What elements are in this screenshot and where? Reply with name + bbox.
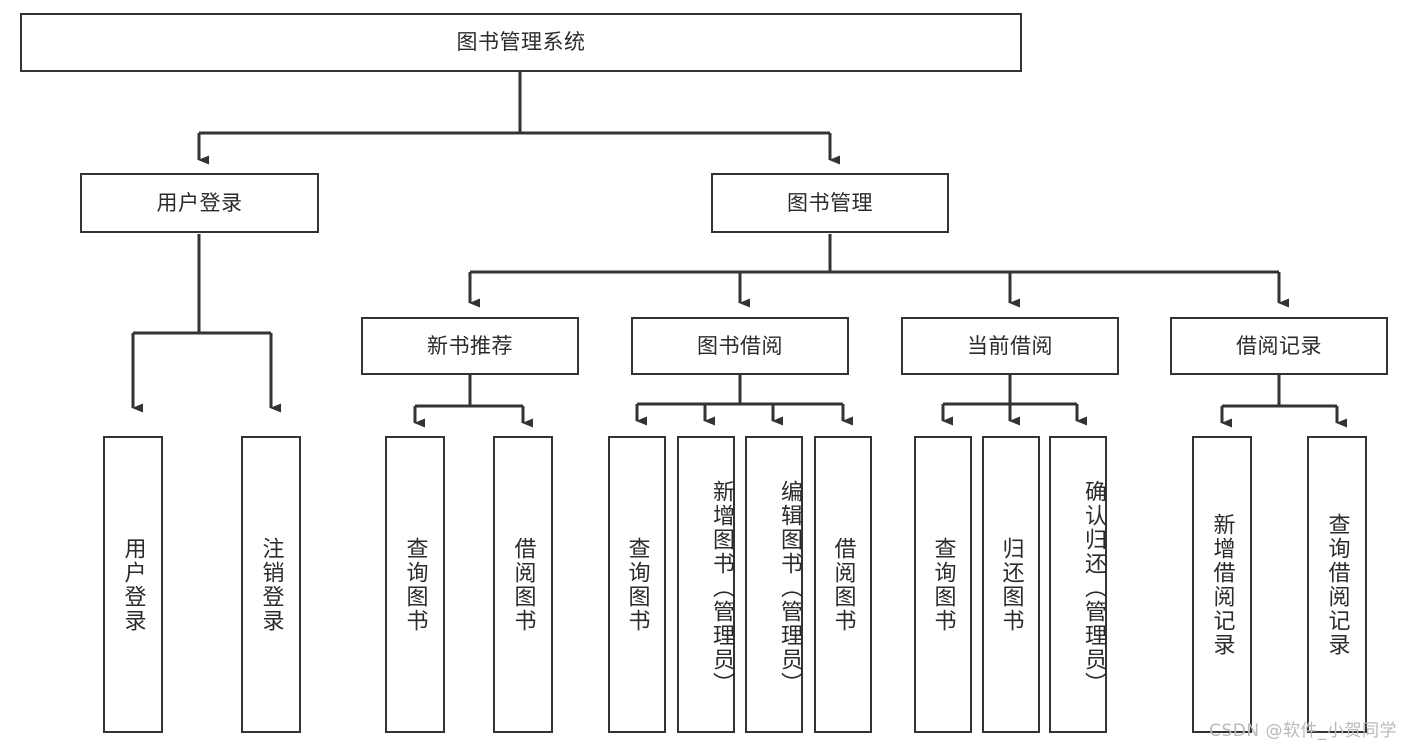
leaf-borrow-add-book-label: 新增图书（管理员）: [709, 479, 734, 696]
node-borrow-record-label: 借阅记录: [1236, 333, 1322, 358]
node-user-login-label: 用户登录: [156, 190, 243, 215]
node-book-management-label: 图书管理: [787, 190, 873, 215]
leaf-record-query-record[interactable]: 查询借阅记录: [1307, 436, 1367, 733]
leaf-current-query-book[interactable]: 查询图书: [914, 436, 972, 733]
node-new-book-recommend[interactable]: 新书推荐: [361, 317, 579, 375]
node-book-management[interactable]: 图书管理: [711, 173, 949, 233]
leaf-record-add-record[interactable]: 新增借阅记录: [1192, 436, 1252, 733]
leaf-current-confirm-return-label: 确认归还（管理员）: [1081, 479, 1106, 696]
leaf-user-login-logout[interactable]: 注销登录: [241, 436, 301, 733]
leaf-current-return-book-label: 归还图书: [998, 536, 1024, 633]
node-current-borrow-label: 当前借阅: [967, 333, 1053, 358]
leaf-borrow-edit-book-label: 编辑图书（管理员）: [777, 479, 802, 696]
leaf-borrow-borrow-book[interactable]: 借阅图书: [814, 436, 872, 733]
leaf-user-login-login[interactable]: 用户登录: [103, 436, 163, 733]
leaf-current-return-book[interactable]: 归还图书: [982, 436, 1040, 733]
leaf-borrow-add-book[interactable]: 新增图书（管理员）: [677, 436, 735, 733]
leaf-new-book-borrow-label: 借阅图书: [510, 536, 536, 633]
node-borrow-record[interactable]: 借阅记录: [1170, 317, 1388, 375]
leaf-new-book-query-label: 查询图书: [402, 536, 428, 633]
node-user-login[interactable]: 用户登录: [80, 173, 319, 233]
node-book-borrow[interactable]: 图书借阅: [631, 317, 849, 375]
leaf-current-query-book-label: 查询图书: [930, 536, 956, 633]
leaf-current-confirm-return[interactable]: 确认归还（管理员）: [1049, 436, 1107, 733]
watermark-text: CSDN @软件_小贺同学: [1209, 721, 1397, 741]
leaf-borrow-query-book[interactable]: 查询图书: [608, 436, 666, 733]
node-new-book-recommend-label: 新书推荐: [427, 333, 513, 358]
node-book-borrow-label: 图书借阅: [697, 333, 783, 358]
leaf-new-book-borrow[interactable]: 借阅图书: [493, 436, 553, 733]
leaf-borrow-query-book-label: 查询图书: [624, 536, 650, 633]
node-current-borrow[interactable]: 当前借阅: [901, 317, 1119, 375]
leaf-record-query-record-label: 查询借阅记录: [1324, 512, 1350, 657]
leaf-new-book-query[interactable]: 查询图书: [385, 436, 445, 733]
node-root-label: 图书管理系统: [456, 30, 586, 55]
leaf-borrow-edit-book[interactable]: 编辑图书（管理员）: [745, 436, 803, 733]
leaf-user-login-logout-label: 注销登录: [258, 536, 284, 633]
leaf-user-login-login-label: 用户登录: [120, 536, 146, 633]
node-root[interactable]: 图书管理系统: [20, 13, 1022, 72]
leaf-record-add-record-label: 新增借阅记录: [1209, 512, 1235, 657]
leaf-borrow-borrow-book-label: 借阅图书: [830, 536, 856, 633]
